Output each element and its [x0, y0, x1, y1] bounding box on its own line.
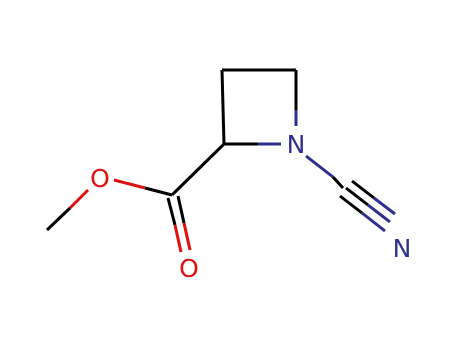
double-bond-b-dark: [176, 195, 186, 224]
cyano-group: [305, 154, 396, 233]
bond-carbonyl-oether-dark: [144, 186, 173, 197]
bond-c2-carbonyl: [170, 142, 226, 197]
triple-bond-line-3-colored: [373, 196, 396, 216]
azetidine-ring: [220, 68, 298, 146]
bond-oether-methyl-red: [68, 188, 90, 210]
bond-carbonyl-oether-red: [113, 178, 146, 190]
atom-label-ring-nitrogen: N: [287, 130, 306, 159]
bond-c2-c3: [220, 69, 226, 145]
atom-label-ether-oxygen: O: [90, 164, 110, 193]
atom-label-carbonyl-oxygen: O: [179, 254, 199, 283]
bond-oether-methyl-dark: [45, 206, 72, 232]
ester-group: [45, 142, 226, 253]
atom-label-nitrile-nitrogen: N: [393, 234, 412, 263]
double-bond-a-dark: [166, 197, 177, 226]
double-bond-b-red: [182, 222, 192, 251]
double-bond-a-red: [173, 224, 183, 253]
triple-bond-line-2: [345, 186, 369, 207]
bond-n1-cn: [305, 154, 334, 179]
triple-bond-line-1-colored: [361, 211, 386, 233]
triple-bond-line-3: [351, 179, 375, 200]
triple-bond-line-2-colored: [367, 203, 391, 224]
bond-n1-cn-dark: [331, 175, 345, 190]
triple-bond-line-1: [339, 194, 363, 215]
